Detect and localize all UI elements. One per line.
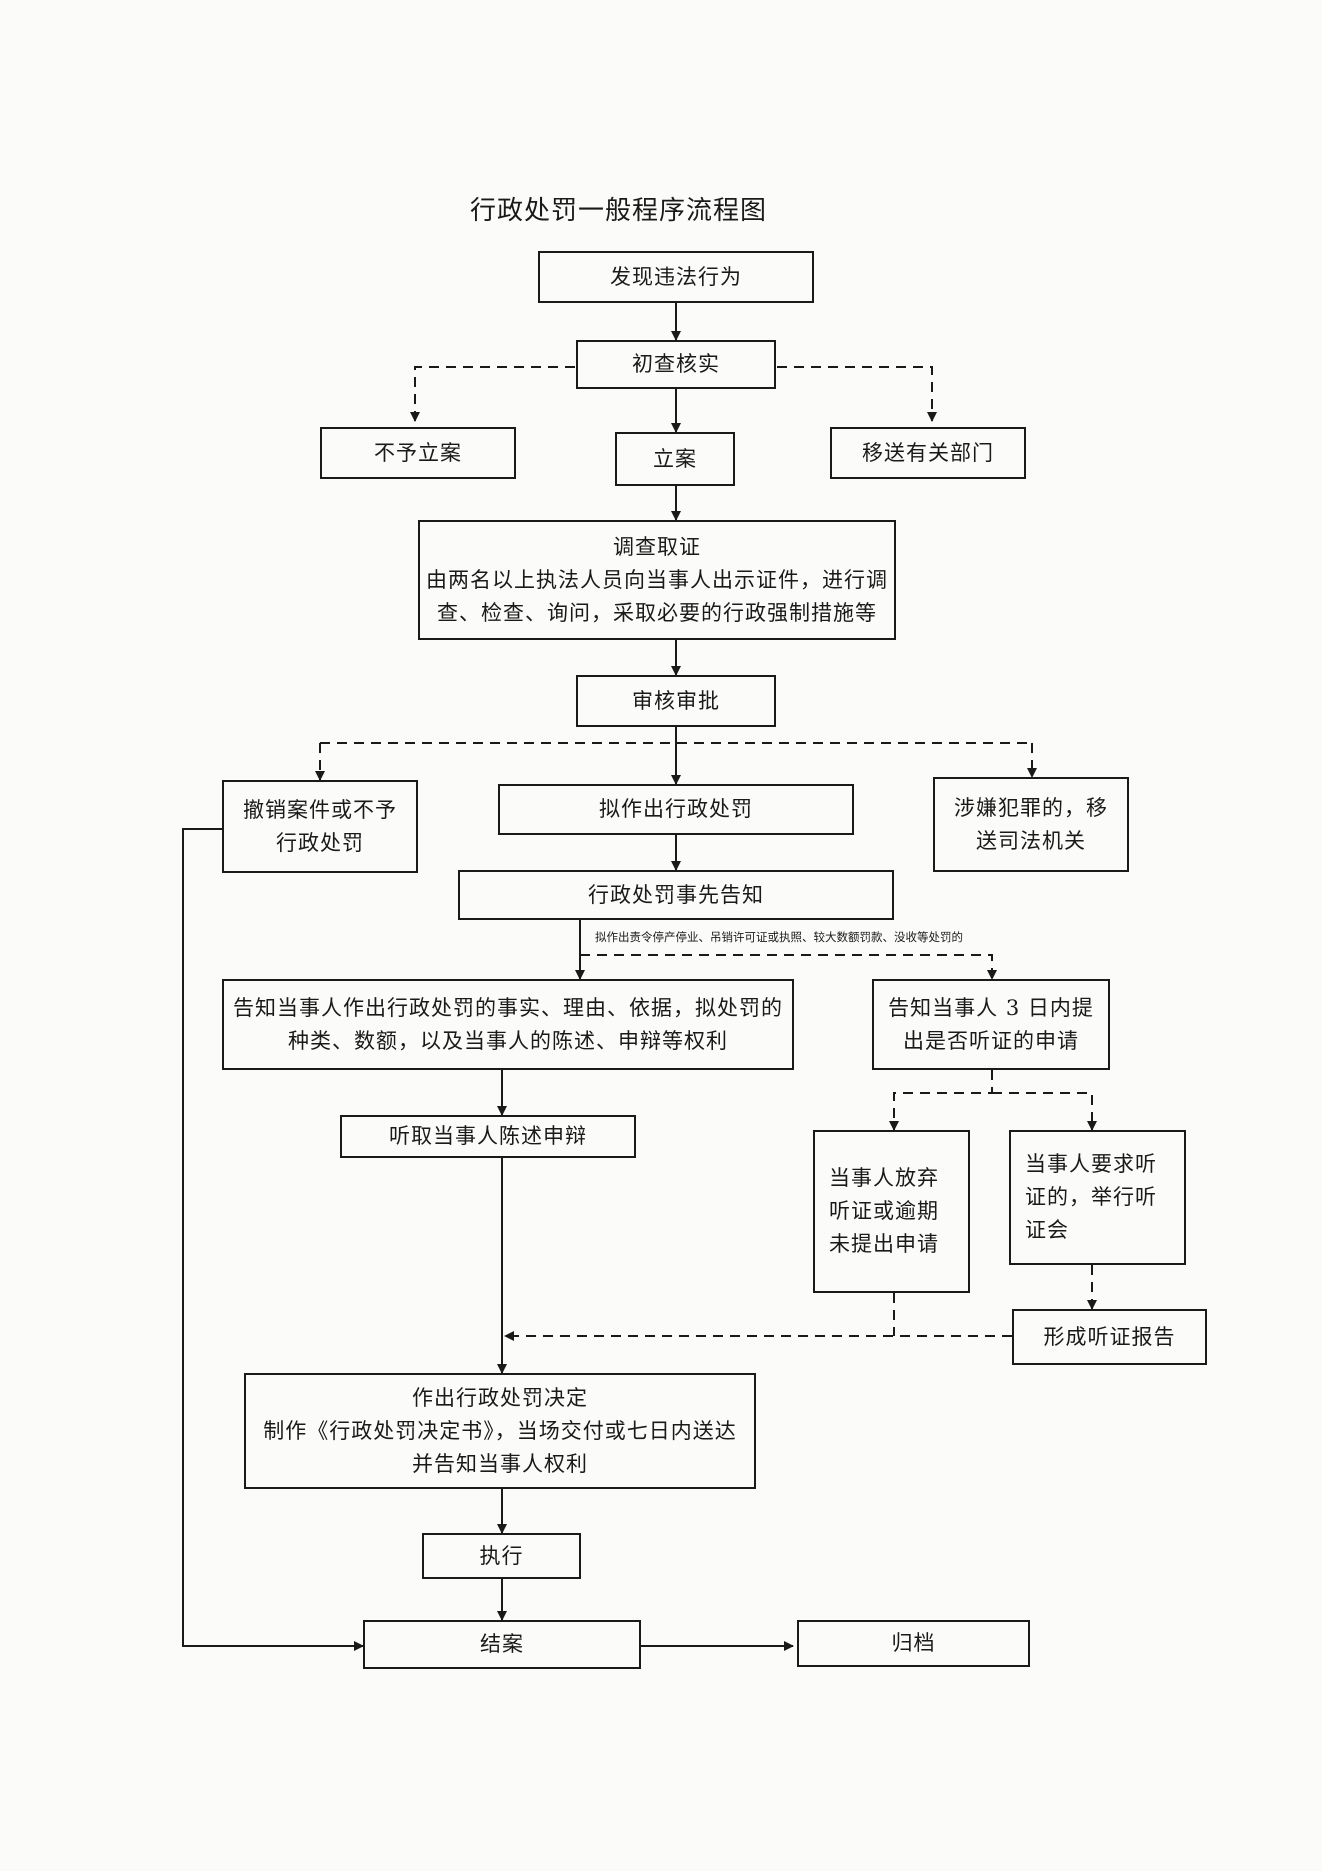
node-proposed-penalty: 拟作出行政处罚 — [498, 784, 854, 835]
node-request-hearing: 当事人要求听 证的，举行听 证会 — [1009, 1130, 1186, 1265]
node-decision: 作出行政处罚决定 制作《行政处罚决定书》，当场交付或七日内送达 并告知当事人权利 — [244, 1373, 756, 1489]
node-inform-hearing: 告知当事人 3 日内提 出是否听证的申请 — [872, 979, 1110, 1070]
node-prior-notice: 行政处罚事先告知 — [458, 870, 894, 920]
node-archive: 归档 — [797, 1620, 1030, 1667]
dashed-arrow-transfer — [777, 366, 937, 422]
node-revoke-case: 撤销案件或不予 行政处罚 — [222, 780, 418, 873]
page-title: 行政处罚一般程序流程图 — [470, 196, 768, 226]
node-no-filing: 不予立案 — [320, 427, 516, 479]
node-preliminary-check: 初查核实 — [576, 340, 776, 389]
node-criminal-transfer: 涉嫌犯罪的，移 送司法机关 — [933, 777, 1129, 872]
node-transfer-department: 移送有关部门 — [830, 427, 1026, 479]
node-hearing-report: 形成听证报告 — [1012, 1309, 1207, 1365]
dashed-arrow-no-filing — [410, 366, 575, 422]
node-investigation: 调查取证 由两名以上执法人员向当事人出示证件，进行调 查、检查、询问，采取必要的… — [418, 520, 896, 640]
dashed-arrow-waive — [889, 1070, 993, 1131]
node-filing: 立案 — [615, 432, 735, 486]
arrow-revoke-to-close — [182, 828, 364, 1651]
node-waive-hearing: 当事人放弃 听证或逾期 未提出申请 — [813, 1130, 970, 1293]
dashed-arrow-hearing-branch — [580, 954, 997, 980]
dashed-arrow-request — [992, 1092, 1097, 1131]
node-inform-rights: 告知当事人作出行政处罚的事实、理由、依据，拟处罚的 种类、数额，以及当事人的陈述… — [222, 979, 794, 1070]
node-execute: 执行 — [422, 1533, 581, 1579]
heavy-penalty-branch-note: 拟作出责令停产停业、吊销许可证或执照、较大数额罚款、没收等处罚的 — [595, 930, 963, 944]
node-discover: 发现违法行为 — [538, 251, 814, 303]
node-close-case: 结案 — [363, 1620, 641, 1669]
node-review-approval: 审核审批 — [576, 675, 776, 727]
node-listen-defense: 听取当事人陈述申辩 — [340, 1115, 636, 1158]
